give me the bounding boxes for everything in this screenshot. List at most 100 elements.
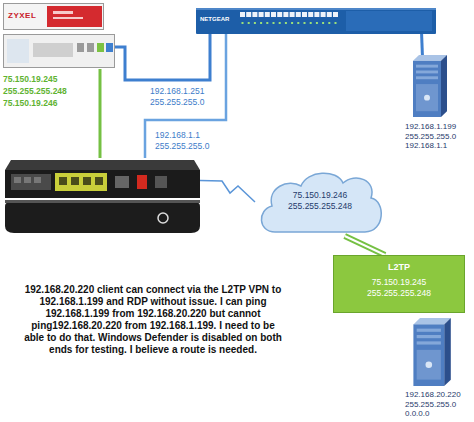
network-switch-part-part [327, 12, 332, 17]
network-switch-part-part [285, 22, 287, 24]
link-line [145, 34, 226, 158]
server-icon-part-part [413, 55, 447, 61]
firewall-device-part-part [7, 39, 29, 63]
internet-cloud: 75.150.19.246 255.255.255.248 [255, 168, 385, 236]
network-switch-part-part [296, 12, 301, 17]
modem-router-part-part [115, 176, 129, 188]
modem-router-part-part [5, 203, 200, 233]
network-link [100, 69, 101, 158]
modem-router-part-part [11, 174, 51, 190]
server-icon-part-part [413, 61, 441, 117]
link-line [115, 34, 210, 80]
server-icon: 192.168.1.199 255.255.255.0 192.168.1.1 [405, 55, 467, 151]
server-icon-part-part [416, 71, 438, 74]
network-switch-part-part [297, 22, 299, 24]
modem-router-part-part [5, 160, 200, 170]
firewall-device-part-part [77, 43, 84, 52]
server-icon: 192.168.20.220 255.255.255.0 0.0.0.0 [405, 318, 470, 420]
network-switch-part-part [291, 22, 293, 24]
ip-address: 192.168.1.1 255.255.255.0 [155, 130, 219, 152]
network-switch-part-part [246, 12, 251, 17]
server-icon-part-part [416, 76, 438, 79]
vpn-box: L2TP 75.150.19.245 255.255.255.248 [333, 255, 465, 313]
firewall-device-part-part [106, 43, 113, 52]
firewall-device-part-part [53, 11, 73, 14]
network-switch-part-part [283, 12, 288, 17]
server-icon-part-part [417, 335, 441, 338]
link-line [420, 34, 424, 55]
network-switch: NETGEAR [196, 8, 436, 34]
modem-router-part-part [95, 177, 103, 185]
network-link [421, 34, 423, 55]
network-switch-part-part [196, 8, 436, 10]
network-switch-part-part [240, 12, 245, 17]
network-switch-part-part [248, 22, 250, 24]
network-switch-part-part [328, 22, 330, 24]
link-line [345, 236, 385, 255]
modem-router-part-part [55, 173, 107, 191]
network-link [200, 181, 255, 203]
ip-address: 75.150.19.246 255.255.255.248 [280, 190, 360, 212]
network-switch-part-part [271, 12, 276, 17]
network-switch-part-part [335, 22, 337, 24]
network-switch-part-part [260, 22, 262, 24]
server-icon-part-part [424, 95, 430, 101]
network-switch-part-part [252, 12, 257, 17]
network-switch-part-part [242, 22, 244, 24]
network-switch-part-part [290, 12, 295, 17]
network-switch-part-part [333, 12, 338, 17]
modem-router-part-part [5, 170, 200, 198]
vpn-title: L2TP [334, 262, 464, 272]
network-link [115, 34, 210, 80]
network-switch-part-part [308, 12, 313, 17]
link-line [99, 69, 102, 158]
server-icon-part-part [426, 362, 433, 368]
firewall-device-part-part [4, 4, 104, 30]
network-link [145, 34, 226, 158]
network-switch-part-part [273, 22, 275, 24]
network-switch-part [196, 8, 436, 34]
link-line [200, 181, 255, 203]
modem-router-part-part [24, 177, 31, 183]
ip-address: 192.168.1.199 255.255.255.0 192.168.1.1 [405, 122, 467, 151]
network-switch-part-part [304, 22, 306, 24]
firewall-device-part-part [33, 43, 73, 57]
server-icon-part-part [413, 324, 444, 386]
network-switch-part-part [277, 12, 282, 17]
brand-logo: ZYXEL [8, 11, 46, 20]
network-switch-part-part [259, 12, 264, 17]
server-icon-part-part [444, 318, 451, 386]
server-icon-part [409, 318, 453, 386]
network-switch-part-part [321, 12, 326, 17]
network-switch-part-part [310, 22, 312, 24]
modem-router-part-part [83, 177, 91, 185]
note-text: 192.168.20.220 client can connect via th… [22, 284, 284, 356]
firewall-device-part-part [53, 17, 83, 19]
modem-router-part-part [34, 177, 41, 183]
firewall-device-part-part [97, 43, 104, 52]
network-switch-part-part [254, 22, 256, 24]
link-line [345, 236, 385, 255]
server-icon-part-part [417, 350, 441, 380]
network-link [345, 236, 385, 255]
modem-router: 192.168.1.1 255.255.255.0 [5, 158, 200, 233]
ip-address: 192.168.1.251 255.255.255.0 [150, 86, 214, 108]
firewall-device-part-part [47, 6, 102, 27]
modem-router-part [5, 158, 200, 233]
modem-router-part-part [158, 213, 168, 223]
brand-logo: NETGEAR [200, 16, 236, 23]
server-icon-part [409, 55, 449, 117]
network-switch-part-part [316, 22, 318, 24]
wan-address: 75.150.19.245 255.255.255.248 75.150.19.… [3, 73, 75, 109]
network-switch-part-part [265, 12, 270, 17]
modem-router-part-part [5, 200, 200, 203]
network-switch-part-part [346, 11, 432, 31]
server-icon-part-part [417, 341, 441, 344]
modem-router-part-part [137, 175, 147, 189]
network-switch-part-part [279, 22, 281, 24]
firewall-device-part-part [87, 43, 94, 52]
ip-address: 75.150.19.245 255.255.255.248 [359, 277, 439, 299]
modem-router-part-part [155, 176, 167, 188]
network-switch-part-part [302, 12, 307, 17]
modem-router-part-part [71, 177, 79, 185]
